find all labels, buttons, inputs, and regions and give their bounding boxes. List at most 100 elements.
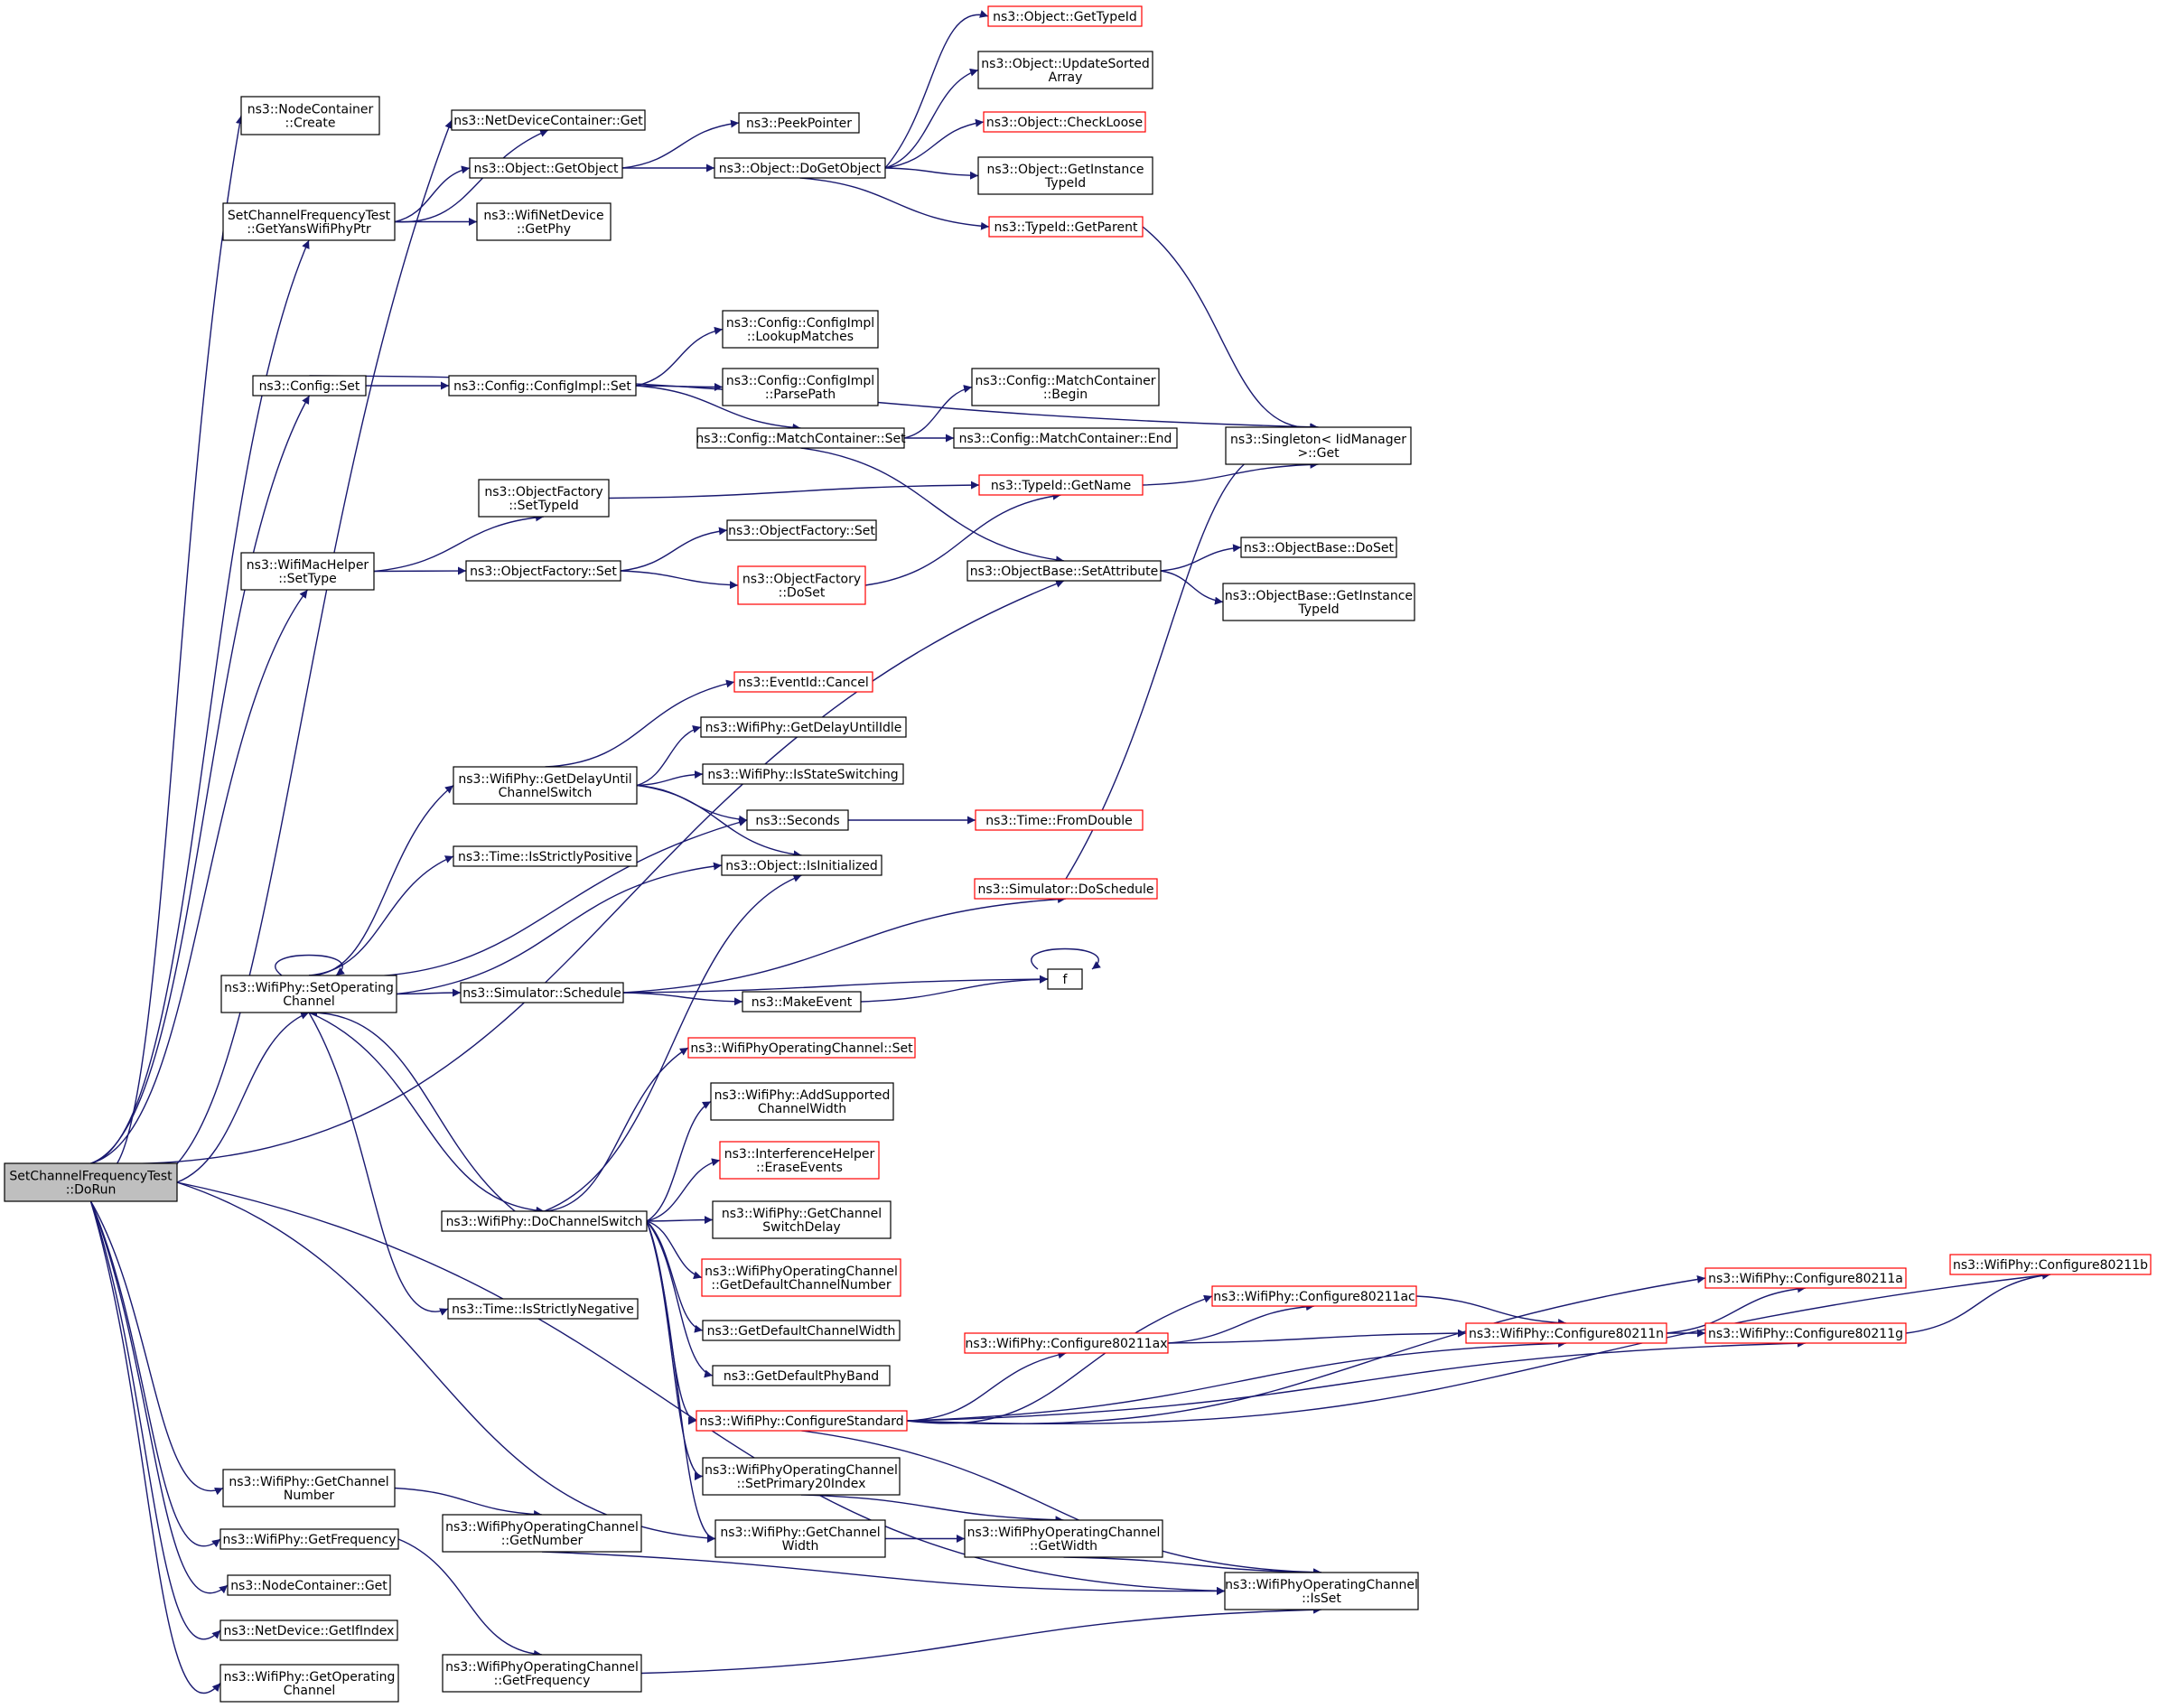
node-mc-end[interactable]: ns3::Config::MatchContainer::End: [953, 427, 1178, 449]
node-gettypeid[interactable]: ns3::Object::GetTypeId: [987, 5, 1143, 27]
node-label: ns3::ObjectBase::SetAttribute: [970, 565, 1158, 579]
node-eraseevents[interactable]: ns3::InterferenceHelper::EraseEvents: [719, 1141, 880, 1180]
node-cfg-ax[interactable]: ns3::WifiPhy::Configure80211ax: [964, 1332, 1169, 1354]
node-configimpl-set[interactable]: ns3::Config::ConfigImpl::Set: [448, 375, 637, 397]
node-box: [722, 310, 879, 349]
node-setprimary20[interactable]: ns3::WifiPhyOperatingChannel::SetPrimary…: [702, 1457, 901, 1496]
node-root[interactable]: SetChannelFrequencyTest::DoRun: [4, 1162, 178, 1202]
call-edge-configurestandard-to-cfg_g: [906, 1339, 1807, 1422]
node-woc-getwidth[interactable]: ns3::WifiPhyOperatingChannel::GetWidth: [964, 1519, 1163, 1558]
call-edge-configimpl_set-to-mc_set: [635, 385, 801, 432]
node-obj-getobject[interactable]: ns3::Object::GetObject: [469, 157, 623, 179]
node-box: [722, 368, 879, 406]
call-edge-getdelayuntilcs-to-getdelayuntilidle: [636, 725, 702, 787]
node-getfrequency[interactable]: ns3::WifiPhy::GetFrequency: [219, 1528, 399, 1550]
node-dochannelswitch[interactable]: ns3::WifiPhy::DoChannelSwitch: [441, 1210, 648, 1232]
node-box: [687, 1037, 916, 1059]
node-typeid-getname[interactable]: ns3::TypeId::GetName: [978, 474, 1144, 496]
node-mc-set[interactable]: ns3::Config::MatchContainer::Set: [696, 427, 906, 449]
node-cfg-ac[interactable]: ns3::WifiPhy::Configure80211ac: [1211, 1285, 1417, 1307]
node-fromdouble[interactable]: ns3::Time::FromDouble: [975, 809, 1144, 831]
node-cfg-g[interactable]: ns3::WifiPhy::Configure80211g: [1704, 1322, 1907, 1344]
call-edge-wmh_settype-to-of_settypeid: [373, 513, 545, 573]
node-box: [227, 1574, 391, 1596]
node-doschedule[interactable]: ns3::Simulator::DoSchedule: [974, 878, 1158, 900]
node-label: ns3::EventId::Cancel: [738, 676, 869, 690]
node-getdelayuntilidle[interactable]: ns3::WifiPhy::GetDelayUntilIdle: [700, 716, 907, 738]
node-woc-isset[interactable]: ns3::WifiPhyOperatingChannel::IsSet: [1224, 1572, 1419, 1610]
node-box: [702, 1457, 901, 1496]
node-box: [447, 1298, 639, 1320]
node-ob-setattribute[interactable]: ns3::ObjectBase::SetAttribute: [966, 560, 1162, 582]
node-isstrictlynegative[interactable]: ns3::Time::IsStrictlyNegative: [447, 1298, 639, 1320]
node-singleton-get[interactable]: ns3::Singleton< IidManager >::Get: [1225, 426, 1412, 465]
call-edge-dochannelswitch-to-setoperating: [308, 1008, 545, 1232]
node-configurestandard[interactable]: ns3::WifiPhy::ConfigureStandard: [696, 1410, 908, 1432]
node-peek[interactable]: ns3::PeekPointer: [738, 112, 860, 134]
node-eventid-cancel[interactable]: ns3::EventId::Cancel: [733, 671, 873, 693]
node-getifindex[interactable]: ns3::NetDevice::GetIfIndex: [219, 1619, 398, 1641]
call-edge-root-to-nc_get: [89, 1200, 229, 1594]
node-label: ChannelWidth: [758, 1102, 846, 1116]
node-makeevent[interactable]: ns3::MakeEvent: [742, 991, 862, 1013]
node-label: ns3::Seconds: [755, 814, 839, 828]
node-box: [219, 1619, 398, 1641]
node-schedule[interactable]: ns3::Simulator::Schedule: [460, 982, 624, 1003]
node-nc-get[interactable]: ns3::NodeContainer::Get: [227, 1574, 391, 1596]
node-config-set[interactable]: ns3::Config::Set: [252, 375, 367, 397]
node-of-doset[interactable]: ns3::ObjectFactory::DoSet: [737, 565, 866, 605]
node-cfg-n[interactable]: ns3::WifiPhy::Configure80211n: [1465, 1322, 1667, 1344]
node-wnd-getphy[interactable]: ns3::WifiNetDevice::GetPhy: [476, 202, 612, 241]
node-box: [710, 1082, 894, 1121]
node-dogetobject[interactable]: ns3::Object::DoGetObject: [714, 157, 886, 179]
node-parsepath[interactable]: ns3::Config::ConfigImpl::ParsePath: [722, 368, 879, 406]
node-box: [701, 1258, 901, 1297]
node-label: ns3::Object::UpdateSorted: [981, 57, 1149, 71]
node-nc-create[interactable]: ns3::NodeContainer::Create: [240, 96, 380, 135]
node-box: [442, 1654, 642, 1693]
node-f[interactable]: f: [1047, 968, 1083, 990]
node-getdefaultchannelnumber[interactable]: ns3::WifiPhyOperatingChannel::GetDefault…: [701, 1258, 901, 1297]
node-label: TypeId: [1297, 602, 1339, 617]
call-edge-of_set-to-of_set2: [620, 527, 728, 572]
node-ndc-get[interactable]: ns3::NetDeviceContainer::Get: [451, 109, 646, 131]
node-of-set2[interactable]: ns3::ObjectFactory::Set: [726, 519, 877, 541]
node-getdefaultchannelwidth[interactable]: ns3::GetDefaultChannelWidth: [702, 1320, 901, 1341]
node-cfg-b[interactable]: ns3::WifiPhy::Configure80211b: [1949, 1254, 2152, 1275]
node-ob-doset[interactable]: ns3::ObjectBase::DoSet: [1240, 537, 1397, 558]
node-getdefaultphyband[interactable]: ns3::GetDefaultPhyBand: [712, 1365, 891, 1386]
call-edge-configurestandard-to-cfg_b: [906, 1271, 2051, 1425]
node-isstrictlypositive[interactable]: ns3::Time::IsStrictlyPositive: [453, 845, 638, 867]
node-label: ns3::Config::Set: [259, 379, 360, 394]
node-cfg-a[interactable]: ns3::WifiPhy::Configure80211a: [1704, 1267, 1907, 1289]
node-box: [478, 479, 610, 518]
node-isinitialized[interactable]: ns3::Object::IsInitialized: [721, 854, 882, 876]
node-mc-begin[interactable]: ns3::Config::MatchContainer::Begin: [971, 368, 1160, 406]
node-lookupmatches[interactable]: ns3::Config::ConfigImpl::LookupMatches: [722, 310, 879, 349]
node-typeid-getparent[interactable]: ns3::TypeId::GetParent: [988, 216, 1144, 238]
node-wmh-settype[interactable]: ns3::WifiMacHelper::SetType: [240, 552, 375, 591]
node-seconds[interactable]: ns3::Seconds: [746, 809, 849, 831]
node-woc-getfrequency[interactable]: ns3::WifiPhyOperatingChannel::GetFrequen…: [442, 1654, 642, 1693]
node-isstateswitching[interactable]: ns3::WifiPhy::IsStateSwitching: [702, 763, 904, 785]
node-woc-getnumber[interactable]: ns3::WifiPhyOperatingChannel::GetNumber: [442, 1514, 642, 1553]
node-get-yans[interactable]: SetChannelFrequencyTest::GetYansWifiPhyP…: [222, 202, 396, 241]
node-of-set[interactable]: ns3::ObjectFactory::Set: [465, 560, 621, 582]
node-box: [441, 1210, 648, 1232]
node-checkloose[interactable]: ns3::Object::CheckLoose: [983, 111, 1146, 133]
call-edge-setprimary20-to-woc_getwidth: [800, 1494, 1064, 1525]
node-label: ns3::WifiPhy::DoChannelSwitch: [446, 1215, 643, 1229]
node-of-settypeid[interactable]: ns3::ObjectFactory::SetTypeId: [478, 479, 610, 518]
node-label: ns3::WifiPhy::Configure80211ac: [1213, 1290, 1415, 1304]
node-woc-set[interactable]: ns3::WifiPhyOperatingChannel::Set: [687, 1037, 916, 1059]
